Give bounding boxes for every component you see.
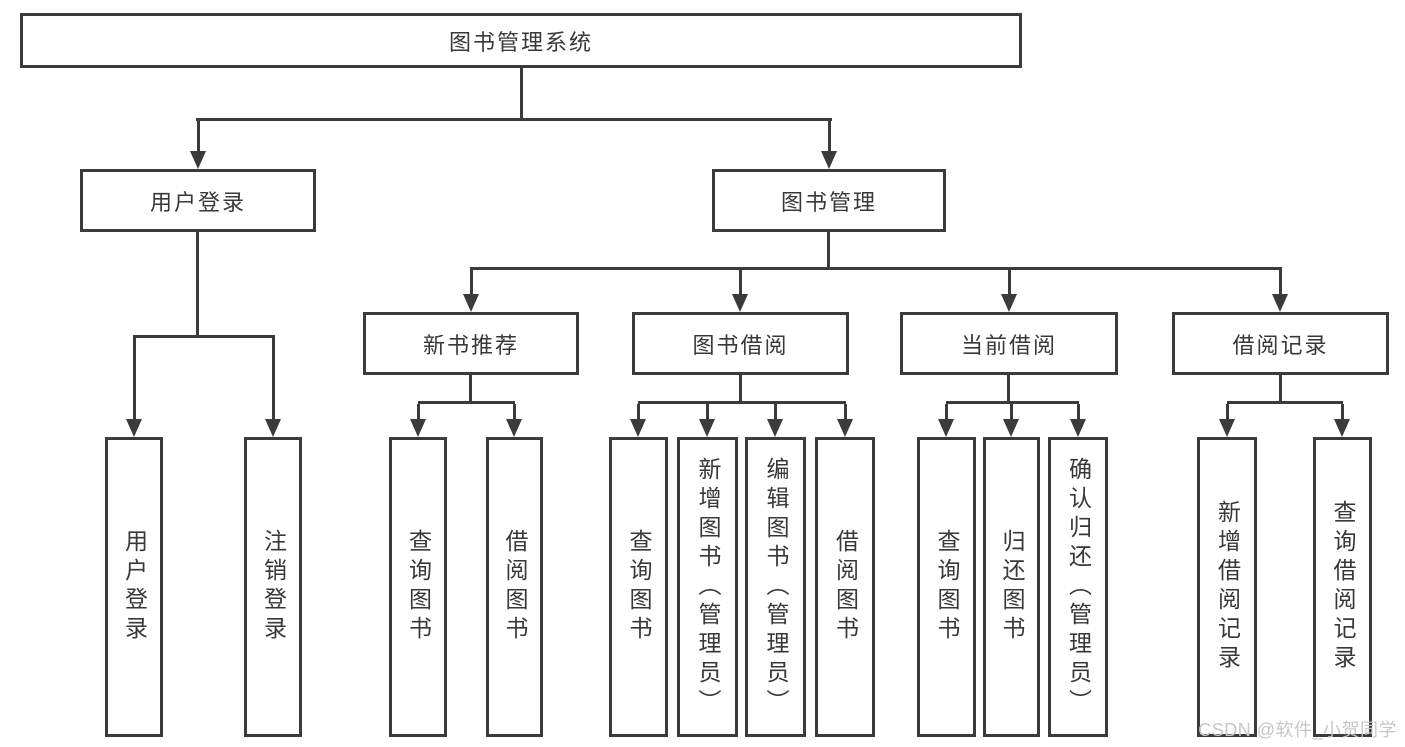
leaf-label: 借阅图书 <box>832 529 859 645</box>
leaf-label: 用户登录 <box>121 529 148 645</box>
leaf-query-books: 查询图书 <box>609 437 668 737</box>
leaf-label: 借阅图书 <box>502 529 528 645</box>
leaf-label: 新增借阅记录 <box>1214 500 1241 674</box>
node-current-borrow: 当前借阅 <box>900 312 1118 375</box>
connector-line <box>739 375 742 404</box>
arrow-down-icon <box>630 404 646 437</box>
connector-line <box>133 335 275 338</box>
connector-line <box>1279 375 1282 404</box>
arrow-down-icon <box>265 338 281 437</box>
connector-line <box>1007 375 1010 404</box>
connector-line <box>520 68 523 121</box>
leaf-label: 查询图书 <box>626 529 652 645</box>
leaf-label: 注销登录 <box>260 529 287 645</box>
arrow-down-icon <box>1219 404 1235 437</box>
leaf-return-books: 归还图书 <box>983 437 1040 737</box>
leaf-logout: 注销登录 <box>244 437 302 737</box>
arrow-down-icon <box>837 404 853 437</box>
leaf-label: 归还图书 <box>999 529 1025 645</box>
leaf-label: 查询图书 <box>934 529 960 645</box>
connector-line <box>638 401 846 404</box>
leaf-borrow-books: 借阅图书 <box>815 437 875 737</box>
leaf-label: 查询借阅记录 <box>1330 500 1356 674</box>
arrow-down-icon <box>410 404 426 437</box>
arrow-down-icon <box>1003 404 1019 437</box>
leaf-borrow-books: 借阅图书 <box>486 437 543 737</box>
leaf-label: 确认归还（管理员） <box>1065 456 1092 718</box>
node-new-books: 新书推荐 <box>363 312 579 375</box>
connector-line <box>946 401 1079 404</box>
node-book-manage: 图书管理 <box>712 169 946 232</box>
leaf-edit-books-admin: 编辑图书（管理员） <box>745 437 806 737</box>
arrow-down-icon <box>463 270 479 312</box>
connector-line <box>418 401 515 404</box>
node-user-login: 用户登录 <box>80 169 316 232</box>
arrow-down-icon <box>699 404 715 437</box>
arrow-down-icon <box>1070 404 1086 437</box>
leaf-query-borrow-record: 查询借阅记录 <box>1313 437 1372 737</box>
node-book-borrow: 图书借阅 <box>632 312 849 375</box>
leaf-add-borrow-record: 新增借阅记录 <box>1197 437 1257 737</box>
arrow-down-icon <box>190 121 206 169</box>
arrow-down-icon <box>506 404 522 437</box>
leaf-label: 查询图书 <box>405 529 432 645</box>
arrow-down-icon <box>126 338 142 437</box>
connector-line <box>469 375 472 404</box>
leaf-label: 新增图书（管理员） <box>695 456 721 718</box>
leaf-query-books: 查询图书 <box>389 437 447 737</box>
connector-line <box>1227 401 1343 404</box>
leaf-confirm-return-admin: 确认归还（管理员） <box>1048 437 1108 737</box>
leaf-user-login: 用户登录 <box>105 437 163 737</box>
arrow-down-icon <box>1272 270 1288 312</box>
arrow-down-icon <box>938 404 954 437</box>
connector-line <box>470 267 1282 270</box>
arrow-down-icon <box>821 121 837 169</box>
connector-line <box>827 232 830 270</box>
node-library-system: 图书管理系统 <box>20 13 1022 68</box>
node-borrow-records: 借阅记录 <box>1172 312 1389 375</box>
leaf-query-books: 查询图书 <box>917 437 976 737</box>
connector-line <box>196 118 832 121</box>
leaf-label: 编辑图书（管理员） <box>763 456 789 718</box>
arrow-down-icon <box>1334 404 1350 437</box>
leaf-add-books-admin: 新增图书（管理员） <box>677 437 738 737</box>
arrow-down-icon <box>1001 270 1017 312</box>
csdn-watermark: CSDN @软件_小贺同学 <box>1198 720 1397 740</box>
arrow-down-icon <box>732 270 748 312</box>
arrow-down-icon <box>767 404 783 437</box>
connector-line <box>196 232 199 338</box>
